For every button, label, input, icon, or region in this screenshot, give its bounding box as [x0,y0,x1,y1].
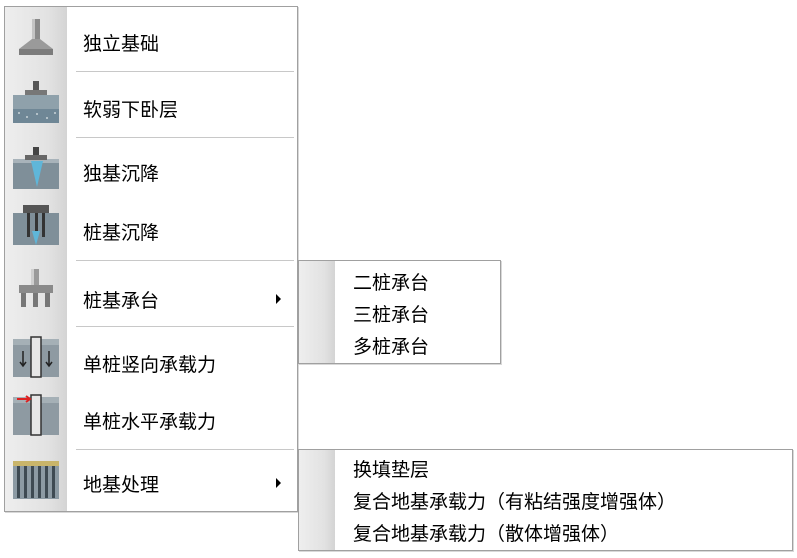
menu-item-label: 桩基承台 [83,290,160,312]
menu-item-soft-underlying-layer[interactable]: 软弱下卧层 [5,79,297,133]
submenu-arrow-icon [276,478,281,488]
submenu-item-composite-granular[interactable]: 复合地基承载力（散体增强体） [299,516,792,548]
menu-item-label: 独立基础 [83,33,160,55]
submenu-item-multi-pile-cap[interactable]: 多桩承台 [299,329,500,361]
submenu-item-composite-bonded[interactable]: 复合地基承载力（有粘结强度增强体） [299,484,792,516]
submenu-item-three-pile-cap[interactable]: 三桩承台 [299,297,500,329]
submenu-item-label: 多桩承台 [353,336,430,358]
menu-item-pile-cap[interactable]: 桩基承台 [5,265,297,325]
pile-cap-submenu: 二桩承台 三桩承台 多桩承台 [298,260,501,364]
menu-item-pile-settlement[interactable]: 桩基沉降 [5,201,297,255]
submenu-item-label: 三桩承台 [353,304,430,326]
menu-separator [76,449,294,451]
menu-item-footing-settlement[interactable]: 独基沉降 [5,145,297,195]
pile-settlement-icon [13,205,59,245]
menu-item-label: 独基沉降 [83,163,160,185]
menu-separator [76,137,294,139]
menu-item-isolated-footing[interactable]: 独立基础 [5,15,297,65]
submenu-arrow-icon [276,294,281,304]
foundation-context-menu: 独立基础 软弱下卧层 独基沉降 [4,6,298,512]
submenu-item-label: 二桩承台 [353,272,430,294]
ground-treatment-submenu: 换填垫层 复合地基承载力（有粘结强度增强体） 复合地基承载力（散体增强体） [298,449,793,551]
footing-settlement-icon [13,147,59,189]
pile-horizontal-capacity-icon [13,394,59,436]
submenu-item-two-pile-cap[interactable]: 二桩承台 [299,265,500,297]
menu-separator [76,260,294,262]
menu-item-pile-horizontal-capacity[interactable]: 单桩水平承载力 [5,391,297,445]
ground-treatment-icon [13,461,59,499]
menu-item-label: 单桩水平承载力 [83,411,217,433]
pile-vertical-capacity-icon [13,336,59,378]
menu-separator [76,71,294,73]
submenu-gutter [299,261,335,363]
isolated-footing-icon [19,19,53,55]
soft-underlying-layer-icon [13,81,59,123]
menu-separator [76,326,294,328]
pile-cap-icon [19,269,53,307]
submenu-item-label: 复合地基承载力（有粘结强度增强体） [353,491,677,513]
menu-item-pile-vertical-capacity[interactable]: 单桩竖向承载力 [5,333,297,387]
submenu-gutter [299,450,335,550]
menu-item-label: 地基处理 [83,474,160,496]
menu-item-ground-treatment[interactable]: 地基处理 [5,455,297,507]
submenu-item-label: 换填垫层 [353,459,430,481]
menu-item-label: 桩基沉降 [83,222,160,244]
menu-item-label: 软弱下卧层 [83,99,179,121]
submenu-item-label: 复合地基承载力（散体增强体） [353,523,620,545]
menu-item-label: 单桩竖向承载力 [83,354,217,376]
submenu-item-replacement-cushion[interactable]: 换填垫层 [299,452,792,484]
